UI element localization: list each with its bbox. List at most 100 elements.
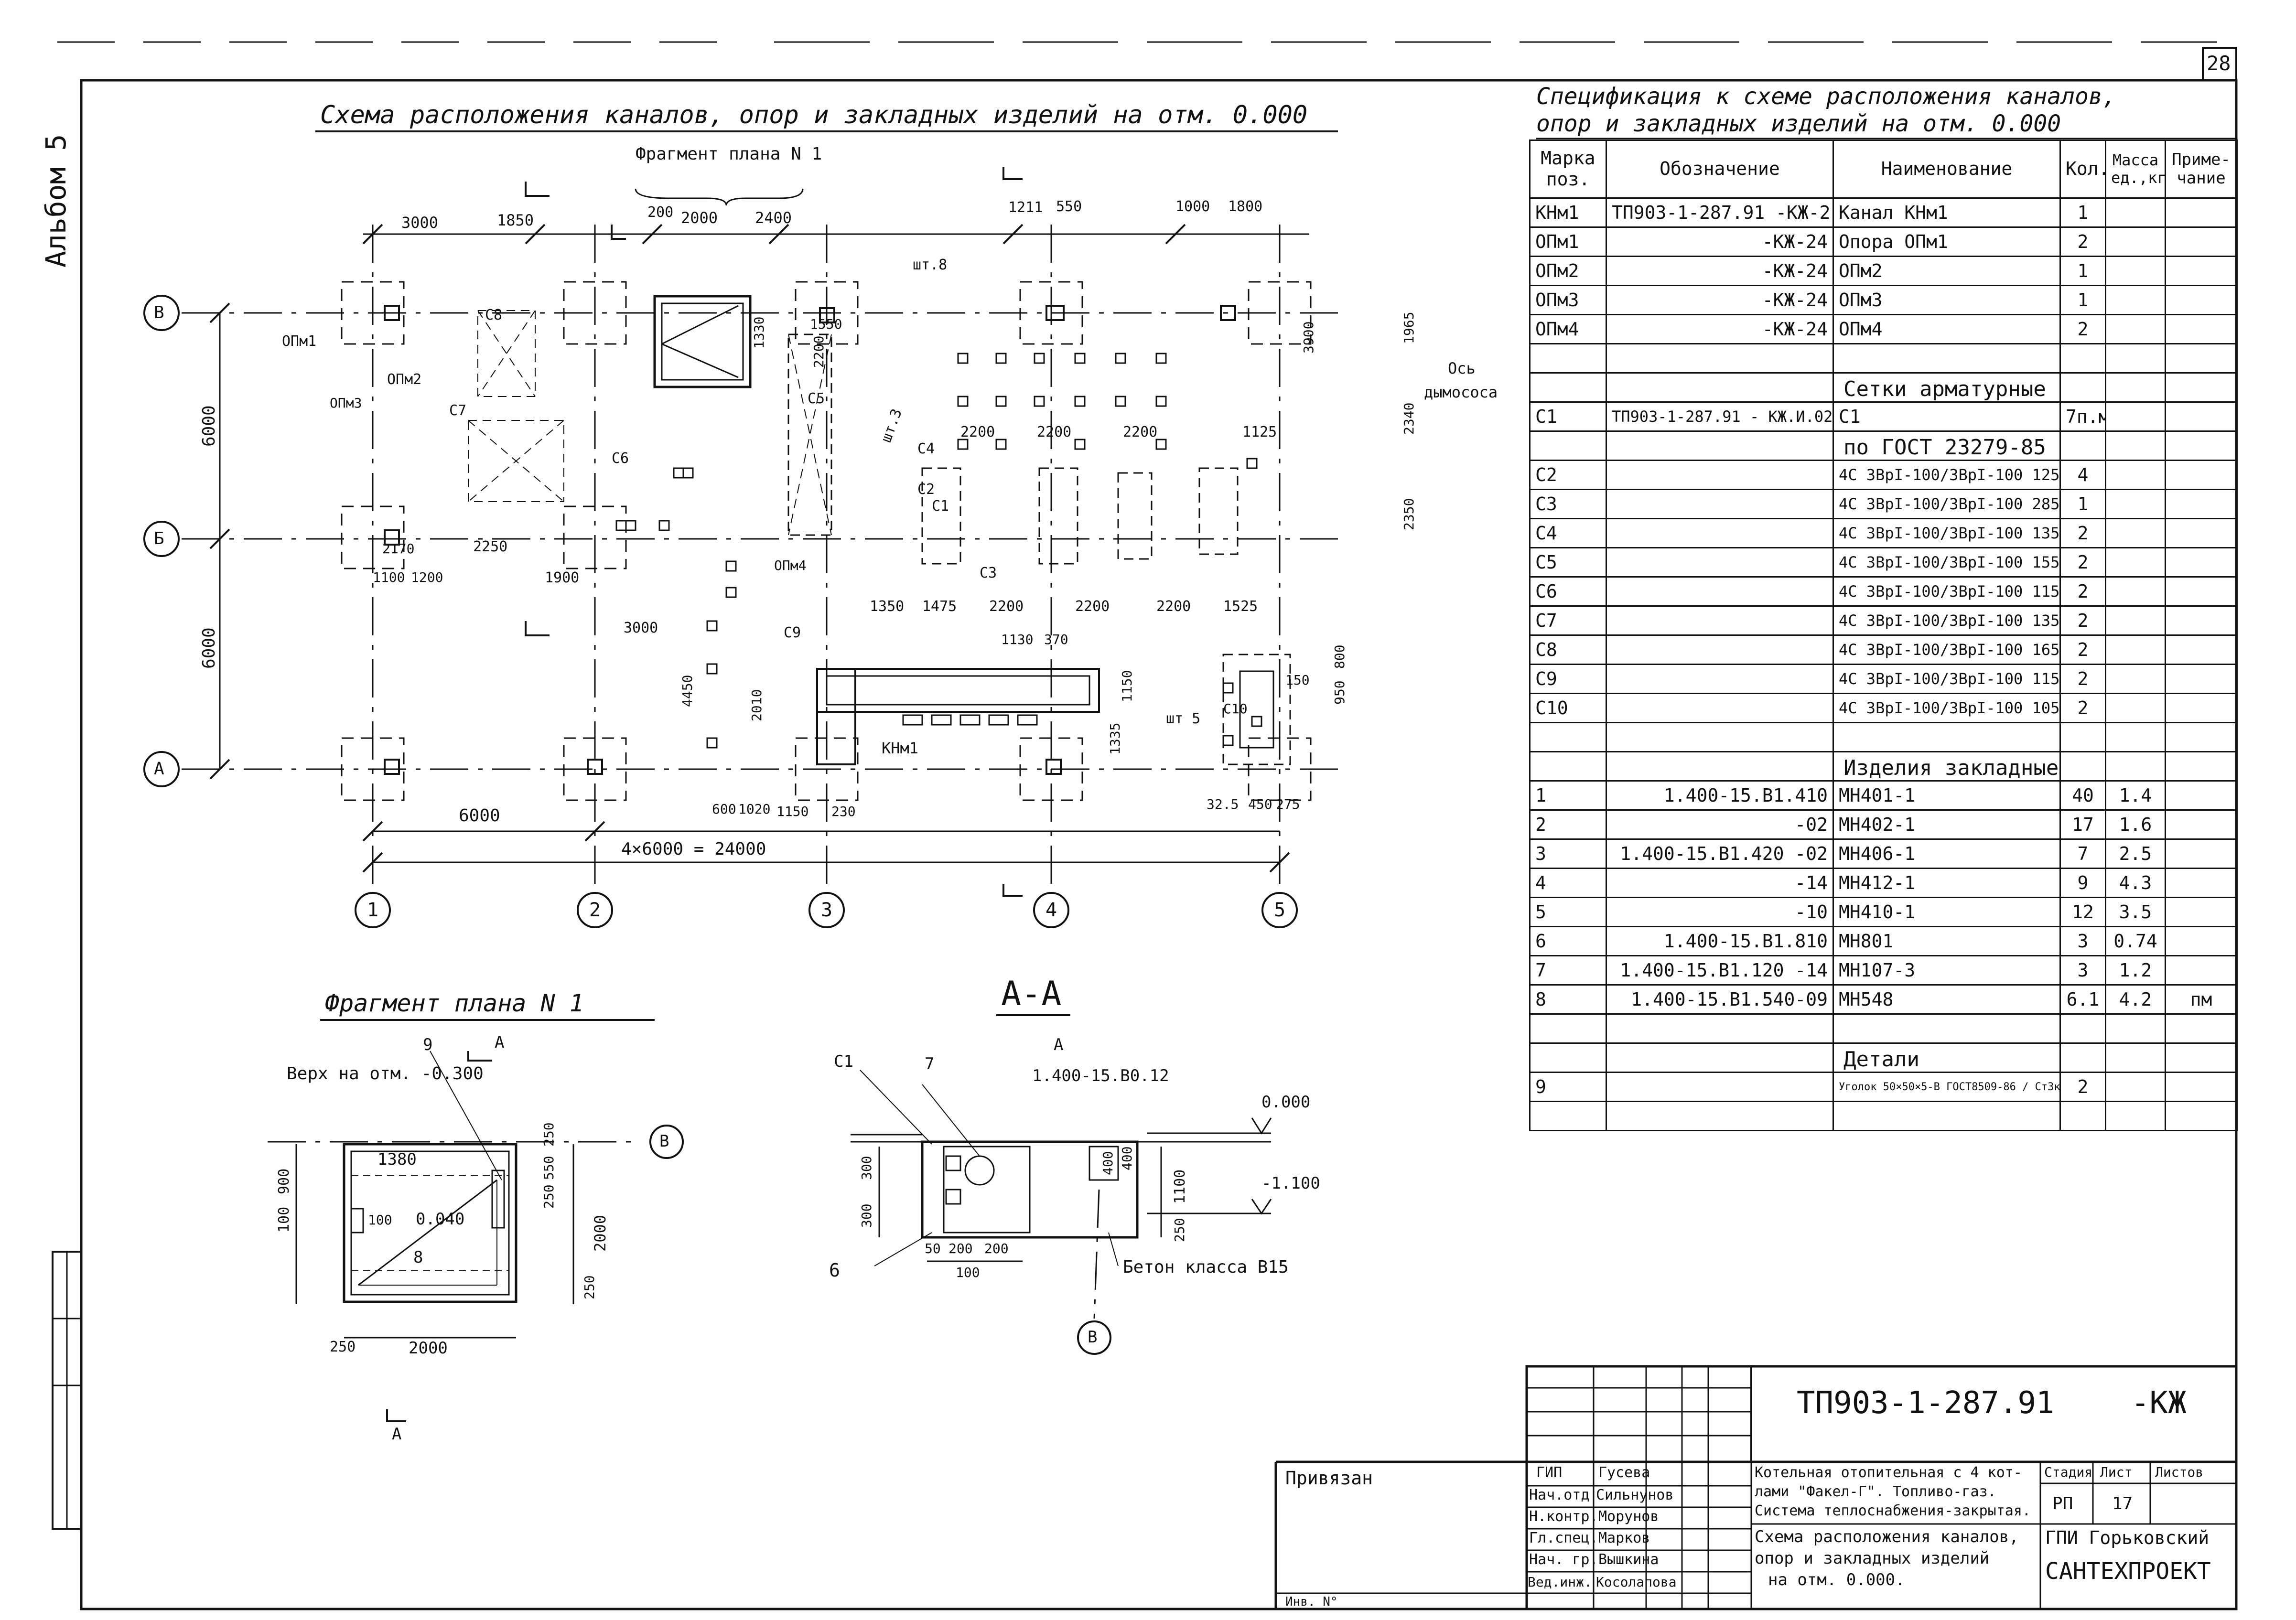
spec-cell: 4.3 — [2105, 868, 2166, 898]
spec-cell — [1606, 664, 1834, 694]
spec-cell: 4С 3ВрI-100/3ВрI-100 285×785 — [1832, 489, 2061, 519]
spec-cell: 12 — [2059, 897, 2106, 927]
spec-header-cell: Масса ед.,кг — [2105, 139, 2166, 199]
spec-cell: 1.6 — [2105, 809, 2166, 840]
plan-label: шт.8 — [913, 257, 948, 273]
plan-label: С8 — [485, 307, 503, 323]
specification-table: Марка поз. Обозначение Наименование Кол.… — [1529, 139, 2238, 1131]
spec-cell: С6 — [1529, 576, 1607, 607]
spec-cell — [2059, 430, 2106, 461]
spec-cell — [2165, 897, 2238, 927]
dim-label: 300 — [859, 1203, 874, 1228]
dim-label: 275 — [1276, 796, 1300, 812]
dim-label: 950 — [1332, 680, 1347, 705]
spec-cell — [2105, 547, 2166, 578]
spec-row — [1529, 343, 2238, 374]
spec-cell — [2105, 343, 2166, 374]
dim-label: 1800 — [1228, 198, 1263, 215]
spec-cell: 2 — [2059, 634, 2106, 665]
spec-header-cell: Наименование — [1832, 139, 2061, 199]
dim-label: 6000 — [459, 806, 500, 826]
spec-cell — [2105, 1101, 2166, 1131]
spec-cell — [2165, 664, 2238, 694]
spec-cell — [2105, 1013, 2166, 1044]
dim-label: 250 — [330, 1339, 356, 1355]
spec-cell: МН801 — [1832, 926, 2061, 956]
dim-label: 1550 — [810, 316, 842, 332]
spec-cell — [2105, 693, 2166, 723]
role-name: Морунов — [1598, 1508, 1659, 1525]
fragment-title: Фрагмент плана N 1 — [325, 989, 584, 1017]
spec-cell: 2 — [2059, 314, 2106, 344]
dim-label: 800 — [1332, 644, 1347, 669]
plan-label: ОПм4 — [774, 558, 807, 573]
dim-label: 6000 — [199, 405, 219, 447]
callout: А — [495, 1033, 505, 1052]
spec-cell: 2 — [2059, 605, 2106, 636]
plan-label: С6 — [612, 450, 629, 467]
plan-label: С1 — [932, 498, 949, 515]
sheet-title-line: Схема расположения каналов, — [1755, 1527, 2019, 1546]
spec-cell: 4С 3ВрI-100/3ВрI-100 115×565 — [1832, 664, 2061, 694]
role-name: Сильнунов — [1596, 1487, 1674, 1503]
plan-label: С7 — [449, 402, 467, 419]
spec-cell — [1606, 343, 1834, 374]
spec-cell: КНм1 — [1529, 197, 1607, 228]
spec-cell: 2 — [2059, 518, 2106, 548]
spec-row — [1529, 722, 2238, 752]
spec-cell: С7 — [1529, 605, 1607, 636]
spec-cell: -КЖ-24 — [1606, 226, 1834, 257]
axis-col-label: 4 — [1046, 899, 1057, 921]
spec-cell: 2.5 — [2105, 838, 2166, 869]
plan-label: С4 — [917, 440, 935, 457]
spec-header-cell: Обозначение — [1606, 139, 1834, 199]
spec-cell — [2105, 430, 2166, 461]
spec-cell — [2165, 1101, 2238, 1131]
spec-cell — [2059, 343, 2106, 374]
callout: А — [1054, 1035, 1064, 1054]
spec-cell — [2165, 809, 2238, 840]
spec-cell — [2165, 605, 2238, 636]
spec-cell: 6 — [1529, 926, 1607, 956]
sheet-value: 17 — [2112, 1494, 2133, 1513]
spec-cell: МН406-1 — [1832, 838, 2061, 869]
dim-label: 3900 — [1301, 321, 1316, 354]
dim-label: 300 — [859, 1156, 874, 1180]
dim-label: 400 — [1100, 1151, 1116, 1175]
dim-label: 550 — [541, 1156, 557, 1180]
spec-cell: МН548 — [1832, 984, 2061, 1015]
spec-cell — [2165, 1013, 2238, 1044]
spec-cell: 8 — [1529, 984, 1607, 1015]
sheet-title-line: на отм. 0.000. — [1768, 1570, 1905, 1589]
spec-cell — [2165, 343, 2238, 374]
spec-cell — [1832, 1101, 2061, 1131]
dim-label: 250 — [541, 1184, 557, 1209]
inventory-label: Инв. N° — [1285, 1595, 1338, 1609]
spec-cell: ОПм3 — [1529, 285, 1607, 315]
spec-cell — [2059, 1042, 2106, 1073]
spec-cell: 7п.м — [2059, 401, 2106, 432]
spec-cell: ОПм2 — [1529, 256, 1607, 286]
spec-row — [1529, 1101, 2238, 1131]
spec-cell — [2165, 780, 2238, 811]
spec-cell: -02 — [1606, 809, 1834, 840]
dim-label: 900 — [276, 1168, 292, 1194]
spec-cell: по ГОСТ 23279-85 — [1832, 430, 2061, 461]
spec-cell: 1 — [2059, 285, 2106, 315]
spec-cell — [1606, 430, 1834, 461]
axis-row-label: Б — [154, 529, 164, 548]
spec-cell — [2165, 868, 2238, 898]
spec-cell: Опора ОПм1 — [1832, 226, 2061, 257]
dim-label: 2000 — [409, 1339, 448, 1358]
spec-cell — [2105, 489, 2166, 519]
role-label: Гл.спец. — [1529, 1530, 1598, 1546]
axis-row-label: А — [154, 759, 164, 779]
dim-label: 1150 — [776, 804, 809, 819]
